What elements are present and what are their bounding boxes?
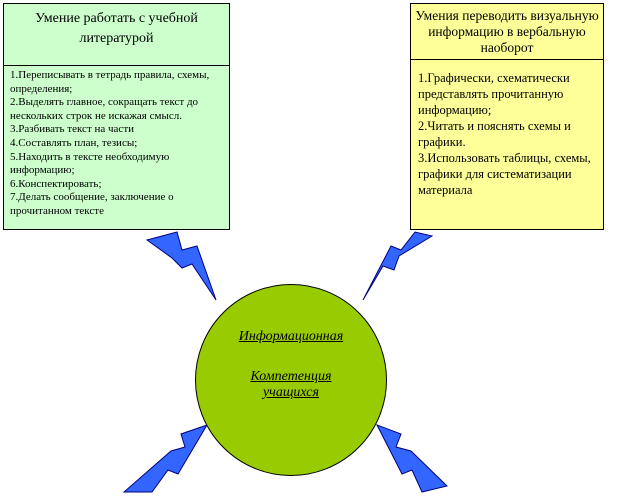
information-competence-circle: Информационная Компетенция учащихся (195, 284, 387, 476)
circle-line-students: учащихся (262, 385, 320, 400)
list-item: 2.Читать и пояснять схемы и графики. (418, 119, 571, 149)
circle-line-information: Информационная (238, 329, 344, 344)
lightning-bolt-icon (375, 424, 448, 493)
visual-to-verbal-title: Умения переводить визуальную информацию … (411, 4, 603, 60)
list-item: 6.Конспектировать; (10, 177, 102, 190)
list-item: 5.Находить в тексте необходимую информац… (10, 150, 170, 177)
list-item: 3.Разбивать текст на части (10, 123, 135, 136)
list-item: 2.Выделять главное, сокращать текст до н… (10, 96, 199, 122)
circle-line-competence: Компетенция (250, 369, 332, 384)
lightning-bolt-icon (362, 231, 434, 301)
visual-to-verbal-list: 1.Графически, схематически представлять … (411, 60, 603, 229)
library-skills-box: Умение работать с учебной литературой 1.… (3, 3, 230, 230)
list-item: 7.Делать сообщение, заключение о прочита… (10, 191, 174, 217)
lightning-bolt-icon (122, 424, 209, 493)
lightning-bolt-icon (145, 231, 217, 301)
list-item: 4.Составлять план, тезисы; (10, 136, 138, 149)
list-item: 1.Графически, схематически представлять … (418, 71, 570, 117)
library-skills-list: 1.Переписывать в тетрадь правила, схемы,… (4, 66, 229, 229)
list-item: 1.Переписывать в тетрадь правила, схемы,… (10, 69, 210, 95)
visual-to-verbal-box: Умения переводить визуальную информацию … (410, 3, 604, 230)
list-item: 3.Использовать таблицы, схемы, графики д… (418, 151, 591, 197)
library-skills-title: Умение работать с учебной литературой (4, 4, 229, 66)
